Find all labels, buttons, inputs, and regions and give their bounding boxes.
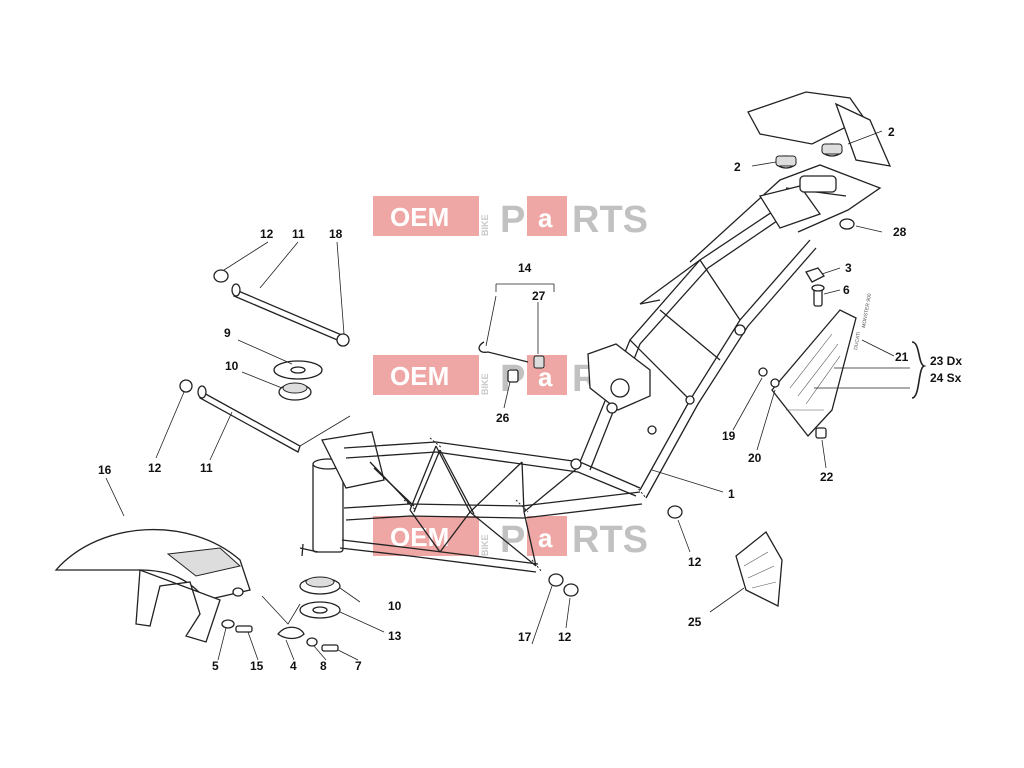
svg-text:OEM: OEM: [390, 202, 449, 232]
washer-5: [221, 619, 235, 629]
callout-24: 24 Sx: [930, 371, 962, 385]
pivot-shaft-lower-11: [197, 385, 301, 453]
svg-text:BIKE: BIKE: [480, 214, 490, 236]
svg-text:a: a: [538, 203, 553, 233]
callout-2-left: 2: [734, 160, 741, 174]
frame-plate-25: [735, 531, 783, 608]
washer-8: [306, 637, 318, 647]
callout-22: 22: [820, 470, 834, 484]
front-mudguard-16: [54, 528, 251, 643]
washer-20: [770, 378, 780, 388]
nut-12-left: [179, 379, 193, 393]
callout-8: 8: [320, 659, 327, 673]
plug-26: [507, 369, 519, 383]
leader-lines: [105, 130, 910, 661]
bolt-6: [811, 284, 825, 307]
callout-27: 27: [532, 289, 546, 303]
spacer-18: [336, 333, 350, 347]
callout-28: 28: [893, 225, 907, 239]
plug-12-right: [667, 505, 683, 519]
svg-text:a: a: [538, 362, 553, 392]
nut-3: [805, 267, 825, 283]
callout-10-lower: 10: [388, 599, 402, 613]
callout-12-bottom: 12: [558, 630, 572, 644]
svg-text:BIKE: BIKE: [480, 373, 490, 395]
svg-text:BIKE: BIKE: [480, 534, 490, 556]
svg-text:RTS: RTS: [572, 519, 648, 561]
svg-text:DUCATI: DUCATI: [853, 331, 862, 350]
seat-bracket: [747, 91, 892, 169]
callout-labels: 1 2 2 3 6 28 21 23 Dx 24 Sx 19 20 22 12 …: [98, 125, 962, 673]
callout-21: 21: [895, 350, 909, 364]
callout-20: 20: [748, 451, 762, 465]
callout-13: 13: [388, 629, 402, 643]
callout-15: 15: [250, 659, 264, 673]
screw-7: [321, 644, 339, 652]
washer-9: [273, 360, 323, 380]
screw-15: [235, 625, 253, 633]
pin-14: [478, 341, 529, 363]
callout-11-top: 11: [292, 227, 305, 241]
brace-bracket: [911, 341, 927, 399]
callout-26: 26: [496, 411, 510, 425]
cap-27: [533, 355, 545, 369]
callout-23: 23 Dx: [930, 354, 962, 368]
bearing-10-upper: [278, 382, 312, 401]
plug-12-bottom: [563, 583, 579, 597]
main-frame: [299, 164, 882, 573]
callout-12-top: 12: [260, 227, 274, 241]
callout-1: 1: [728, 487, 735, 501]
svg-text:RTS: RTS: [572, 199, 648, 241]
callout-18: 18: [329, 227, 343, 241]
callout-9: 9: [224, 326, 231, 340]
callout-25: 25: [688, 615, 702, 629]
callout-6: 6: [843, 283, 850, 297]
callout-5: 5: [212, 659, 219, 673]
svg-text:P: P: [500, 199, 525, 241]
callout-7: 7: [355, 659, 362, 673]
watermark-bottom: OEM BIKE P a RTS: [373, 516, 648, 561]
svg-text:MONSTER 900: MONSTER 900: [861, 293, 873, 328]
callout-12-left: 12: [148, 461, 162, 475]
callout-4: 4: [290, 659, 297, 673]
rubber-bush-28: [839, 218, 855, 230]
callout-16: 16: [98, 463, 112, 477]
callout-3: 3: [845, 261, 852, 275]
screw-19: [758, 367, 768, 377]
spacer-17: [548, 573, 564, 587]
nut-12-top: [213, 269, 229, 283]
svg-text:OEM: OEM: [390, 361, 449, 391]
side-cover-21: DUCATI MONSTER 900: [771, 293, 873, 438]
bearing-10-lower: [299, 576, 341, 595]
svg-text:a: a: [538, 523, 553, 553]
callout-17: 17: [518, 630, 532, 644]
grommet-22: [815, 427, 827, 439]
clip-4: [277, 626, 305, 640]
callout-19: 19: [722, 429, 736, 443]
callout-12-right: 12: [688, 555, 702, 569]
callout-11-lower: 11: [200, 461, 213, 475]
callout-2-right: 2: [888, 125, 895, 139]
washer-13: [299, 601, 341, 619]
watermark-top: OEM BIKE P a RTS: [373, 196, 648, 241]
callout-14: 14: [518, 261, 532, 275]
callout-10-upper: 10: [225, 359, 239, 373]
svg-text:OEM: OEM: [390, 522, 449, 552]
pivot-shaft-upper-11: [231, 283, 345, 343]
